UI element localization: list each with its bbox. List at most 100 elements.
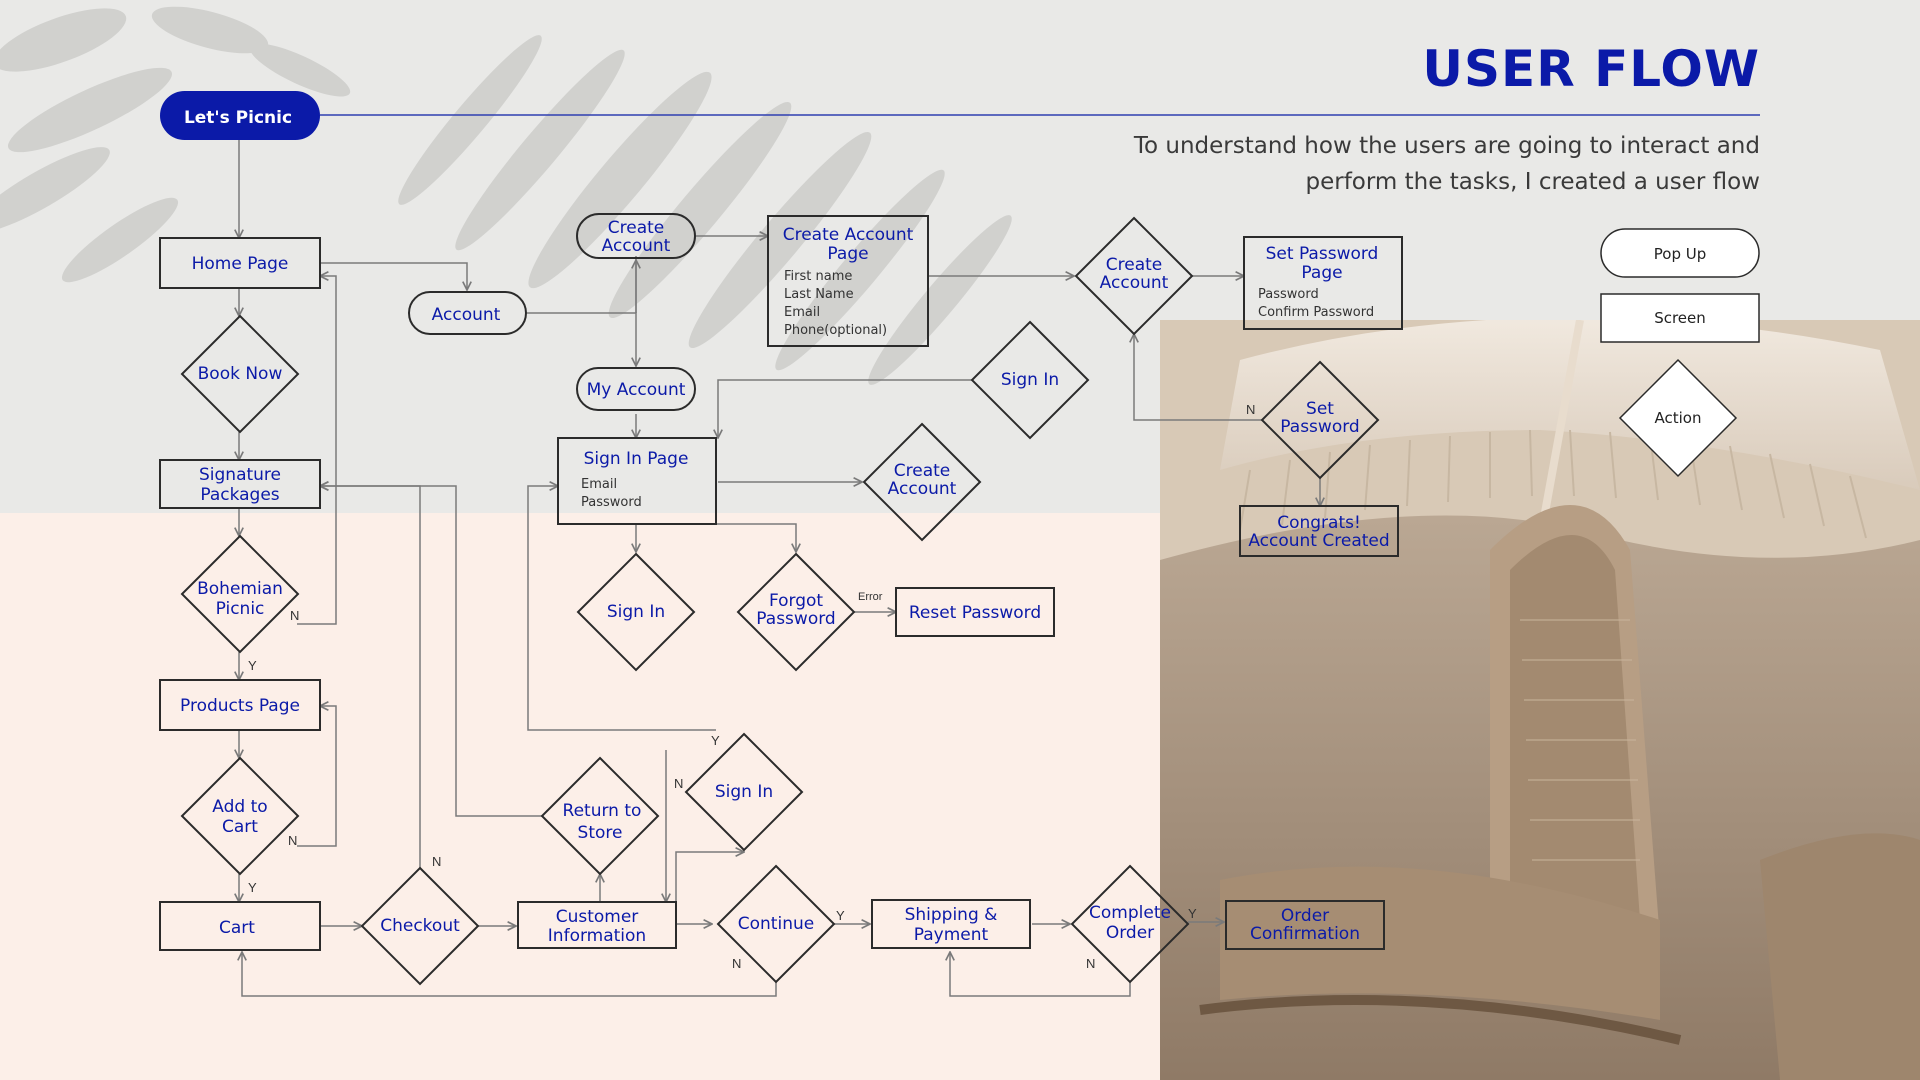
edge-checkout-no <box>320 486 420 868</box>
label-no: N <box>732 956 741 971</box>
svg-text:Password: Password <box>581 495 642 510</box>
edge-account-myaccount <box>527 313 636 366</box>
svg-text:Account: Account <box>888 479 957 499</box>
edge-bohemian-no <box>297 276 336 624</box>
label-error: Error <box>858 591 883 603</box>
svg-text:Cart: Cart <box>219 918 255 938</box>
svg-text:Page: Page <box>1301 263 1342 283</box>
svg-text:Pop Up: Pop Up <box>1654 245 1706 263</box>
screen-sign-in-page: Sign In Page Email Password <box>558 438 716 524</box>
svg-text:Book Now: Book Now <box>198 364 283 384</box>
action-add-to-cart: Add to Cart <box>182 758 298 874</box>
svg-text:Confirmation: Confirmation <box>1250 924 1360 944</box>
edge-continue-signin <box>676 852 744 902</box>
label-no: N <box>674 776 683 791</box>
svg-text:Page: Page <box>827 244 868 264</box>
svg-text:Confirm Password: Confirm Password <box>1258 305 1374 320</box>
svg-text:First name: First name <box>784 269 852 284</box>
svg-text:Set Password: Set Password <box>1266 244 1379 264</box>
action-return-to-store: Return to Store <box>542 758 658 874</box>
svg-text:Checkout: Checkout <box>380 916 460 936</box>
svg-text:Continue: Continue <box>738 914 814 934</box>
svg-text:Reset Password: Reset Password <box>909 603 1041 623</box>
edge-addcart-no <box>297 706 336 846</box>
edge-complete-no <box>950 952 1130 996</box>
popup-my-account: My Account <box>577 368 695 410</box>
svg-text:Sign In: Sign In <box>715 782 773 802</box>
screen-cart: Cart <box>160 902 320 950</box>
svg-text:Email: Email <box>784 305 820 320</box>
action-sign-in-mid: Sign In <box>578 554 694 670</box>
edge-setpw-no <box>1134 334 1262 420</box>
svg-text:Congrats!: Congrats! <box>1277 513 1361 533</box>
svg-text:Complete: Complete <box>1089 903 1171 923</box>
svg-text:Payment: Payment <box>914 925 989 945</box>
svg-text:Account: Account <box>432 305 501 325</box>
svg-text:Account Created: Account Created <box>1248 531 1389 551</box>
action-sign-in-top: Sign In <box>972 322 1088 438</box>
svg-text:Create: Create <box>608 218 665 238</box>
legend-popup: Pop Up <box>1601 229 1759 277</box>
svg-text:Set: Set <box>1306 399 1334 419</box>
screen-reset-password: Reset Password <box>896 588 1054 636</box>
screen-home-page: Home Page <box>160 238 320 288</box>
svg-text:Screen: Screen <box>1654 309 1706 327</box>
svg-text:Packages: Packages <box>200 485 279 505</box>
label-yes: Y <box>1188 906 1197 921</box>
svg-text:Order: Order <box>1106 923 1154 943</box>
action-forgot-password: Forgot Password <box>738 554 854 670</box>
svg-text:Customer: Customer <box>556 907 639 927</box>
action-create-account-mid: Create Account <box>864 424 980 540</box>
svg-text:Last Name: Last Name <box>784 287 854 302</box>
action-checkout: Checkout <box>362 868 478 984</box>
screen-shipping-payment: Shipping & Payment <box>872 900 1030 948</box>
start-label: Let's Picnic <box>184 108 292 128</box>
svg-text:Password: Password <box>756 609 835 629</box>
label-yes: Y <box>248 880 257 895</box>
label-no: N <box>1246 402 1255 417</box>
screen-set-password-page: Set Password Page Password Confirm Passw… <box>1244 237 1402 329</box>
legend-action: Action <box>1620 360 1736 476</box>
screen-order-confirmation: Order Confirmation <box>1226 901 1384 949</box>
screen-create-account-page: Create Account Page First name Last Name… <box>768 216 928 346</box>
svg-text:Create: Create <box>894 461 951 481</box>
edge-continue-no <box>242 952 776 996</box>
label-no: N <box>1086 956 1095 971</box>
action-sign-in-bottom: Sign In <box>686 734 802 850</box>
svg-text:Create: Create <box>1106 255 1163 275</box>
popup-account: Account <box>409 292 526 334</box>
svg-text:Email: Email <box>581 477 617 492</box>
svg-text:Cart: Cart <box>222 817 258 837</box>
svg-text:Order: Order <box>1281 906 1329 926</box>
screen-products-page: Products Page <box>160 680 320 730</box>
svg-text:Products Page: Products Page <box>180 696 300 716</box>
svg-text:Account: Account <box>1100 273 1169 293</box>
svg-text:Phone(optional): Phone(optional) <box>784 323 887 338</box>
action-set-password: Set Password <box>1262 362 1378 478</box>
label-no: N <box>432 854 441 869</box>
svg-text:Information: Information <box>548 926 646 946</box>
screen-customer-information: Customer Information <box>518 902 676 948</box>
edge-signinpage-forgot <box>700 524 796 552</box>
svg-text:Action: Action <box>1655 409 1702 427</box>
svg-text:Add to: Add to <box>212 797 267 817</box>
screen-signature-packages: Signature Packages <box>160 460 320 508</box>
svg-text:Password: Password <box>1280 417 1359 437</box>
label-yes: Y <box>711 733 720 748</box>
svg-text:Return to: Return to <box>563 801 642 821</box>
legend-screen: Screen <box>1601 294 1759 342</box>
action-bohemian-picnic: Bohemian Picnic <box>182 536 298 652</box>
start-node: Let's Picnic <box>160 91 320 140</box>
label-yes: Y <box>248 658 257 673</box>
label-yes: Y <box>836 908 845 923</box>
edge-signintop-signinpage <box>718 380 972 438</box>
svg-text:Home Page: Home Page <box>192 254 289 274</box>
svg-text:Sign In Page: Sign In Page <box>584 449 689 469</box>
svg-text:My Account: My Account <box>587 380 686 400</box>
legend: Pop Up Screen Action <box>1601 229 1759 476</box>
svg-text:Picnic: Picnic <box>216 599 265 619</box>
svg-text:Signature: Signature <box>199 465 281 485</box>
edge-home-account <box>320 263 467 290</box>
screen-congrats: Congrats! Account Created <box>1240 506 1398 556</box>
